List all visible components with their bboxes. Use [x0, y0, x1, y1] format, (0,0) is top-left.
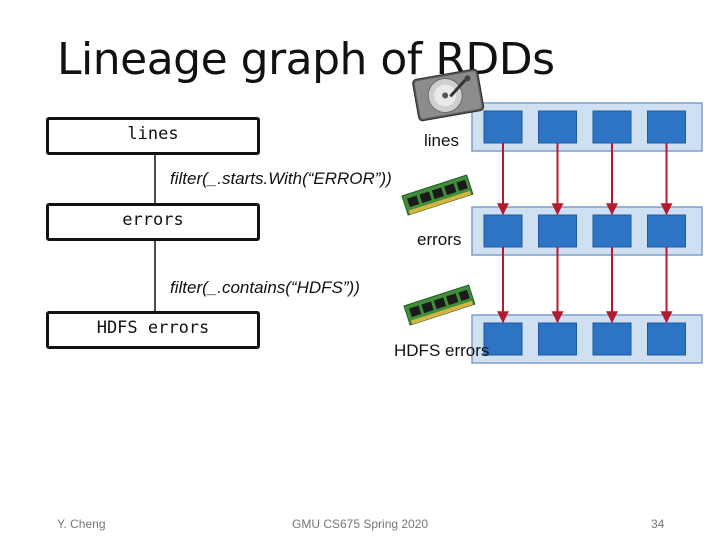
partition-cell [647, 322, 686, 356]
rdd-box-label: lines [127, 124, 179, 144]
partition-row-label-lines: lines [424, 131, 459, 150]
partition-cell [483, 322, 523, 356]
rdd-box-hdfs-errors: HDFS errors [46, 311, 260, 349]
partition-row-label-errors: errors [417, 230, 462, 249]
partition-cell [592, 214, 632, 248]
partition-cell [483, 214, 523, 248]
rdd-box-label: HDFS errors [96, 318, 210, 338]
rdd-box-label: errors [122, 210, 184, 230]
footer-course: GMU CS675 Spring 2020 [292, 517, 429, 531]
operation-label-filter-error: filter(_.starts.With(“ERROR”)) [170, 169, 392, 188]
rdd-box-lines: lines [46, 117, 260, 155]
rdd-box-errors: errors [46, 203, 260, 241]
partition-cell [592, 110, 632, 144]
partition-cell [538, 214, 577, 248]
footer-author: Y. Cheng [57, 517, 106, 531]
page-number: 34 [651, 517, 665, 531]
partition-cell [592, 322, 632, 356]
operation-label-filter-hdfs: filter(_.contains(“HDFS”)) [170, 278, 360, 297]
partition-cell [538, 110, 577, 144]
partition-row-label-hdfs-errors: HDFS errors [394, 341, 490, 360]
partition-cell [647, 214, 686, 248]
partition-cell [647, 110, 686, 144]
memory-module-icon [403, 284, 476, 326]
partition-cell [483, 110, 523, 144]
partition-cell [538, 322, 577, 356]
hard-disk-icon [412, 68, 485, 122]
memory-module-icon [401, 174, 474, 216]
